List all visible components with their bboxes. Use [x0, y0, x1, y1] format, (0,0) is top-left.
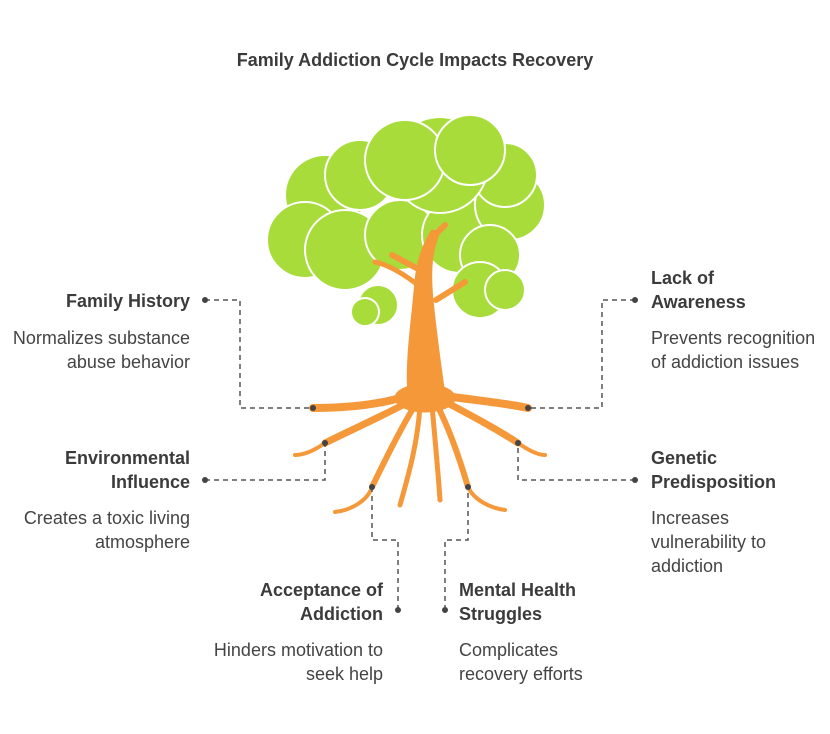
tree-foliage [266, 114, 546, 327]
desc-environmental: Creates a toxic living atmosphere [23, 508, 190, 552]
heading-genetic: Genetic Predisposition [651, 448, 777, 492]
connector-mental-health [444, 487, 469, 610]
connectors [205, 299, 635, 610]
connector-acceptance [371, 487, 399, 610]
desc-acceptance: Hinders motivation to seek help [213, 640, 383, 684]
desc-mental-health: Complicates recovery efforts [459, 640, 583, 684]
connector-lack-awareness [528, 299, 635, 409]
heading-mental-health: Mental Health Struggles [459, 580, 577, 624]
diagram-title: Family Addiction Cycle Impacts Recovery [236, 50, 594, 70]
desc-lack-awareness: Prevents recognition of addiction issues [651, 328, 816, 372]
desc-genetic: Increases vulnerability to addiction [651, 508, 767, 576]
tree-trunk [293, 222, 547, 514]
heading-family-history: Family History [65, 291, 190, 311]
heading-environmental: Environmental Influence [64, 448, 190, 492]
desc-family-history: Normalizes substance abuse behavior [12, 328, 190, 372]
connector-family-history [205, 299, 313, 409]
connector-dots [202, 297, 638, 613]
connector-environmental [205, 443, 326, 481]
connector-genetic [517, 443, 635, 481]
heading-acceptance: Acceptance of Addiction [259, 580, 383, 624]
heading-lack-awareness: Lack of Awareness [651, 268, 746, 312]
